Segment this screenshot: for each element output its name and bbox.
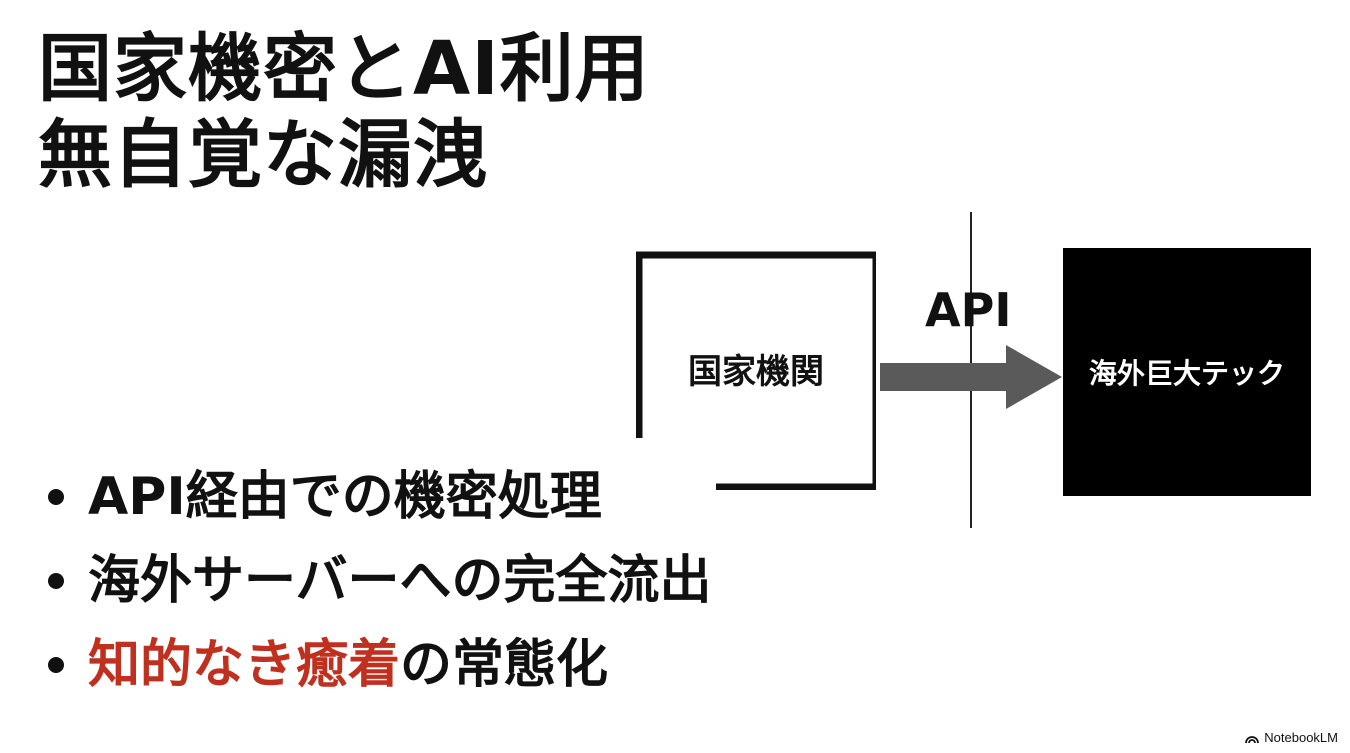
agency-box: 国家機関 [636,250,876,490]
agency-label: 国家機関 [688,352,824,392]
bullet-item: 知的なき癒着の常態化 [48,623,711,707]
agency-box-outline [636,251,876,490]
bullet-item: 海外サーバーへの完全流出 [48,539,711,623]
notebooklm-watermark: NotebookLM [1245,730,1338,745]
watermark-label: NotebookLM [1264,730,1338,745]
bullet-text: API経由での機密処理 [88,467,602,527]
title-line-2: 無自覚な漏洩 [38,112,488,198]
bullet-accent-text: 知的なき癒着 [88,635,401,695]
bullet-dot-icon [48,489,64,505]
title-line-1: 国家機密とAI利用 [38,26,650,112]
foreign-tech-label: 海外巨大テック [1088,357,1285,390]
slide-title: 国家機密とAI利用 無自覚な漏洩 [38,26,650,198]
api-flow-arrow [880,345,1062,409]
bullet-list: API経由での機密処理 海外サーバーへの完全流出 知的なき癒着の常態化 [48,455,711,707]
bullet-text: の常態化 [400,635,609,695]
notebooklm-icon [1245,735,1260,743]
bullet-item: API経由での機密処理 [48,455,711,539]
foreign-tech-box: 海外巨大テック [1063,248,1311,496]
bullet-text: 海外サーバーへの完全流出 [88,551,712,611]
bullet-dot-icon [48,657,64,673]
api-label: API [925,283,1012,337]
bullet-dot-icon [48,573,64,589]
